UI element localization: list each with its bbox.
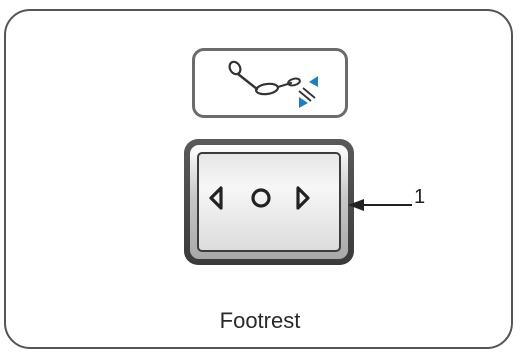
panel-caption: Footrest (219, 308, 301, 333)
right-triangle-icon (296, 186, 310, 210)
up-arrow-icon (309, 76, 318, 87)
seat-recline-footrest-icon (228, 60, 318, 108)
callout-arrow (348, 199, 412, 211)
callout-number: 1 (414, 186, 426, 208)
footrest-control-button[interactable] (184, 139, 354, 265)
footrest-indicator (192, 48, 348, 118)
down-arrow-icon (299, 97, 308, 108)
circle-icon (251, 188, 271, 208)
left-triangle-icon (209, 186, 223, 210)
